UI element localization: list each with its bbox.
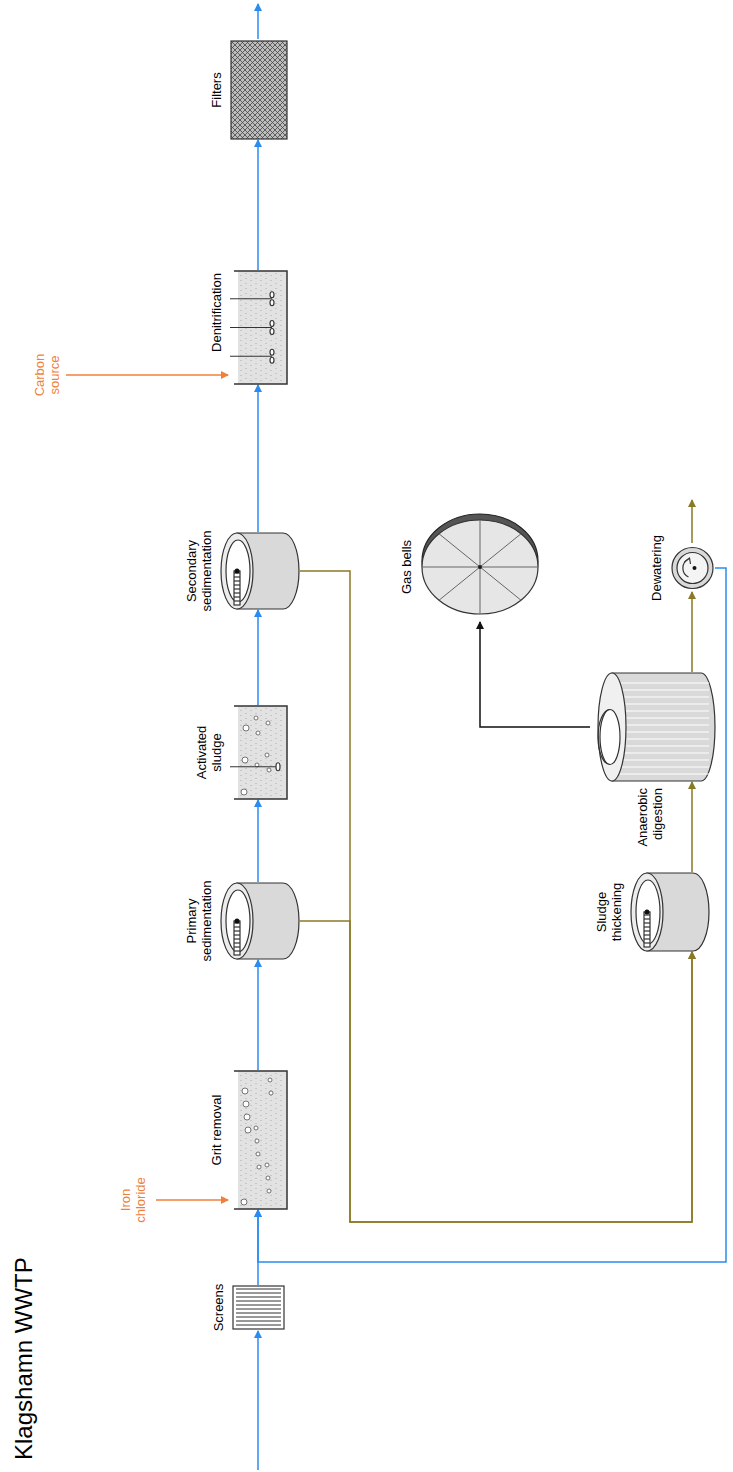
unit-symbol — [230, 40, 288, 140]
unit-label: Denitrification — [209, 263, 224, 363]
dosing-label: Iron chloride — [118, 1170, 148, 1230]
unit-symbol — [230, 270, 288, 385]
unit-label: Anaerobic digestion — [635, 788, 665, 868]
process-unit: Denitrification — [230, 270, 288, 385]
unit-symbol — [420, 512, 540, 622]
process-unit: Anaerobic digestion — [590, 672, 715, 782]
flow-connector — [257, 960, 259, 1070]
unit-symbol — [220, 882, 300, 960]
unit-label: Sludge thickening — [594, 867, 624, 957]
process-unit: Grit removal — [230, 1070, 288, 1210]
process-unit: Screens — [232, 1285, 285, 1330]
unit-label: Primary sedimentation — [184, 871, 214, 971]
unit-symbol — [670, 544, 715, 592]
process-unit: Primary sedimentation — [220, 882, 300, 960]
process-unit: Secondary sedimentation — [220, 532, 300, 610]
flow-connector — [691, 592, 693, 672]
unit-label: Activated sludge — [194, 713, 224, 793]
process-unit: Activated sludge — [230, 705, 288, 800]
process-unit: Dewatering — [670, 544, 715, 592]
unit-label: Filters — [209, 50, 224, 130]
unit-symbol — [230, 1070, 288, 1210]
dosing-label: Carbon source — [32, 345, 62, 405]
unit-label: Screens — [211, 1268, 226, 1348]
unit-label: Secondary sedimentation — [184, 521, 214, 621]
flow-connector — [691, 782, 693, 872]
unit-label: Grit removal — [209, 1075, 224, 1185]
unit-symbol — [232, 1285, 285, 1330]
unit-symbol — [220, 532, 300, 610]
flow-connector — [258, 568, 726, 1262]
unit-symbol — [630, 872, 710, 952]
inflow-line — [257, 1331, 259, 1470]
unit-label: Gas bells — [399, 527, 414, 607]
dosing-arrow — [66, 374, 228, 376]
flow-connector — [480, 622, 590, 727]
unit-symbol — [230, 705, 288, 800]
flow-connector — [257, 140, 259, 270]
flow-connector — [257, 800, 259, 882]
process-unit: Filters — [230, 40, 288, 140]
flow-connector — [300, 571, 692, 1222]
dosing-arrow — [156, 1199, 228, 1201]
outflow-line — [257, 4, 259, 39]
process-unit: Gas bells — [420, 512, 540, 622]
unit-label: Dewatering — [649, 523, 664, 613]
process-unit: Sludge thickening — [630, 872, 710, 952]
unit-symbol — [590, 672, 715, 782]
flow-connector — [257, 610, 259, 705]
flow-connector — [257, 385, 259, 532]
diagram-title: Klagshamn WWTP — [10, 1257, 38, 1460]
sludge-out-line — [691, 500, 693, 543]
flow-connector — [300, 921, 692, 1222]
